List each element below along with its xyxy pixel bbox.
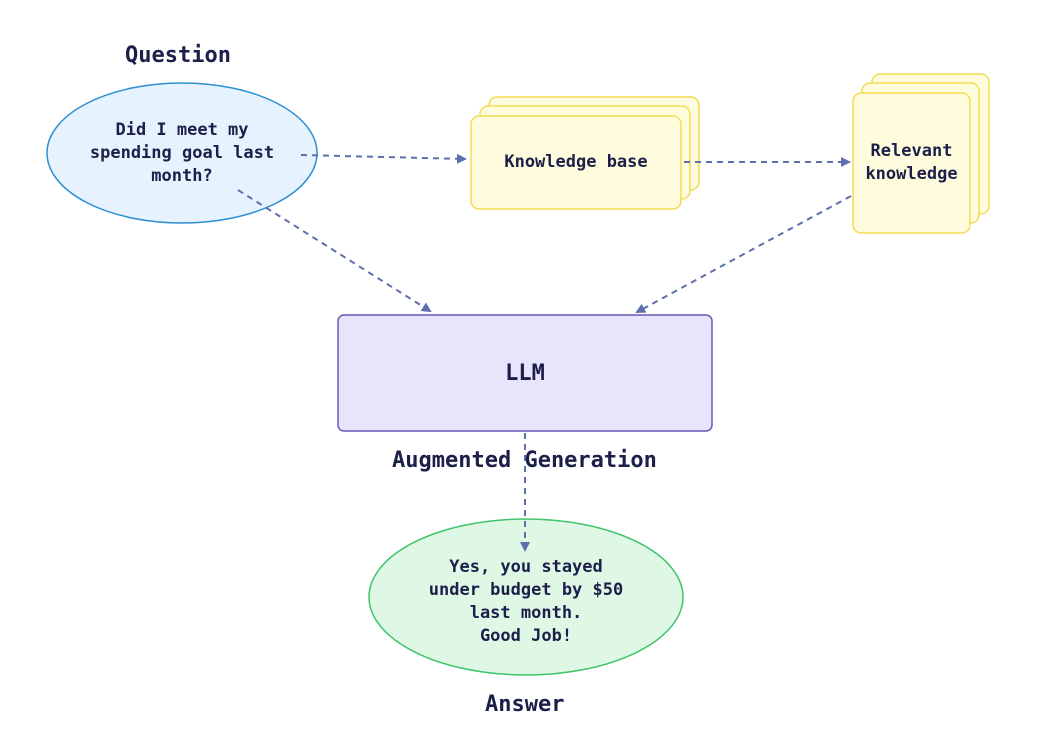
augmented-generation-label: Augmented Generation: [392, 448, 657, 473]
arrow-question-to-knowledge-base: [300, 153, 467, 164]
relevant-knowledge-text: Relevant knowledge: [865, 141, 958, 184]
arrow-relevant-to-llm: [635, 195, 852, 313]
answer-title: Answer: [485, 692, 565, 717]
question-ellipse: [46, 82, 318, 224]
llm-box: [337, 314, 713, 432]
question-title: Question: [125, 43, 231, 68]
answer-text: Yes, you stayed under budget by $50 last…: [428, 557, 624, 646]
llm-text: LLM: [505, 361, 545, 386]
arrow-question-to-llm: [237, 189, 432, 313]
question-text: Did I meet my spending goal last month?: [89, 120, 275, 186]
knowledge-base-stack: [470, 96, 700, 210]
relevant-knowledge-stack: [852, 73, 990, 234]
knowledge-base-text: Knowledge base: [504, 152, 648, 172]
answer-ellipse: [368, 518, 684, 676]
